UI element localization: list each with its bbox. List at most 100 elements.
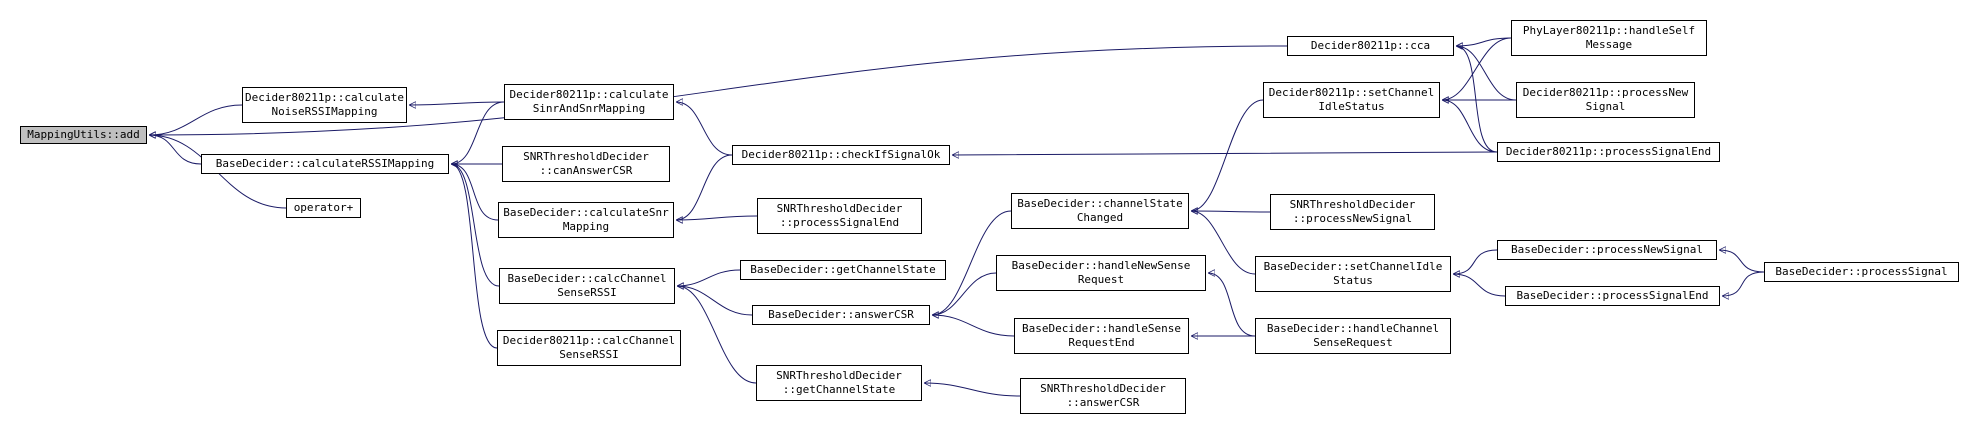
edge-d-procEnd-to-d-setIdle (1442, 100, 1498, 153)
edge-d-checkSig-to-bd-calcSnr (675, 154, 733, 220)
node-snr-procNew[interactable]: SNRThresholdDecider::processNewSignal (1270, 194, 1435, 230)
edge-bd-getCh-to-bd-calcChSense (677, 269, 741, 286)
edge-bd-calcRSSI-to-mu-add (149, 135, 202, 165)
node-label-line: Message (1585, 38, 1633, 51)
node-label-line: BaseDecider::processNewSignal (1510, 243, 1704, 256)
edge-d-calcNoise-to-mu-add (149, 104, 243, 135)
edge-bd-setIdle-to-bd-chStateChanged (1190, 211, 1256, 275)
node-label-line: ::getChannelState (782, 383, 896, 396)
edge-d-procNew-to-d-cca (1456, 46, 1517, 101)
edge-phy-handleSelf-to-d-setIdle (1442, 37, 1512, 100)
node-label-line: BaseDecider::handleChannel (1266, 322, 1440, 335)
node-label-line: Decider80211p::checkIfSignalOk (741, 148, 941, 161)
node-op-plus[interactable]: operator+ (286, 198, 361, 218)
edge-bd-answerCSR-to-bd-calcChSense (677, 286, 753, 316)
node-label-line: SinrAndSnrMapping (532, 102, 646, 115)
edge-bd-handleEnd-to-bd-answerCSR (932, 315, 1015, 337)
node-label-line: BaseDecider::handleNewSense (1011, 259, 1191, 272)
node-label-line: Decider80211p::cca (1310, 39, 1431, 52)
node-label-line: BaseDecider::handleSense (1022, 322, 1181, 335)
node-label-line: operator+ (293, 201, 354, 214)
node-label-line: SNRThresholdDecider (776, 369, 902, 382)
node-mu-add[interactable]: MappingUtils::add (20, 126, 147, 144)
node-label-line: BaseDecider::calculateRSSIMapping (215, 157, 435, 170)
node-label-line: SenseRSSI (557, 286, 617, 299)
node-label-line: Decider80211p::calculate (509, 88, 669, 101)
node-label-line: SNRThresholdDecider (1040, 382, 1166, 395)
edge-bd-procEnd-to-bd-setIdle (1453, 274, 1506, 297)
node-label-line: Signal (1585, 100, 1626, 113)
edge-d-calcSinr-to-bd-calcRSSI (450, 101, 505, 164)
edge-bd-procSig-to-bd-procNew (1719, 250, 1765, 273)
node-bd-procEnd[interactable]: BaseDecider::processSignalEnd (1505, 286, 1720, 306)
node-label-line: NoiseRSSIMapping (271, 105, 378, 118)
node-label-line: SenseRequest (1313, 336, 1393, 349)
node-label-line: ::answerCSR (1066, 396, 1140, 409)
node-bd-getCh[interactable]: BaseDecider::getChannelState (740, 260, 946, 280)
node-d-procEnd[interactable]: Decider80211p::processSignalEnd (1497, 142, 1720, 162)
node-label-line: ::processSignalEnd (779, 216, 900, 229)
edge-snr-procEnd-to-bd-calcSnr (676, 215, 758, 220)
node-label-line: MappingUtils::add (27, 128, 140, 141)
edge-snr-answerCSR-to-snr-getCh (924, 383, 1021, 397)
node-label-line: SenseRSSI (559, 348, 619, 361)
edge-bd-calcChSense-to-bd-calcRSSI (450, 164, 500, 287)
node-label-line: SNRThresholdDecider (523, 150, 649, 163)
node-label-line: PhyLayer80211p::handleSelf (1522, 24, 1696, 37)
node-d-checkSig[interactable]: Decider80211p::checkIfSignalOk (732, 145, 950, 165)
node-label-line: BaseDecider::channelState (1017, 197, 1183, 210)
edge-snr-procNew-to-bd-chStateChanged (1191, 211, 1271, 212)
node-label-line: RequestEnd (1068, 336, 1135, 349)
edge-d-procEnd-to-d-checkSig (952, 152, 1498, 155)
node-label-line: ::processNewSignal (1292, 212, 1413, 225)
node-label-line: BaseDecider::calcChannel (507, 272, 667, 285)
node-snr-getCh[interactable]: SNRThresholdDecider::getChannelState (756, 365, 922, 401)
edge-d-setIdle-to-bd-chStateChanged (1190, 99, 1264, 211)
node-label-line: Decider80211p::processSignalEnd (1505, 145, 1712, 158)
node-snr-procEnd[interactable]: SNRThresholdDecider::processSignalEnd (757, 198, 922, 234)
node-d-cca[interactable]: Decider80211p::cca (1287, 36, 1454, 56)
node-bd-calcRSSI[interactable]: BaseDecider::calculateRSSIMapping (201, 154, 449, 174)
node-bd-procSig[interactable]: BaseDecider::processSignal (1764, 262, 1959, 282)
node-label-line: BaseDecider::calculateSnr (503, 206, 669, 219)
node-label-line: IdleStatus (1318, 100, 1385, 113)
node-label-line: Changed (1076, 211, 1124, 224)
node-label-line: Request (1077, 273, 1125, 286)
node-label-line: BaseDecider::processSignal (1775, 265, 1948, 278)
edge-d-cca-to-mu-add (149, 45, 1288, 135)
node-label-line: Decider80211p::calcChannel (502, 334, 676, 347)
edge-bd-procNew-to-bd-setIdle (1453, 249, 1498, 274)
edge-d-calcSinr-to-d-calcNoise (409, 102, 505, 105)
node-bd-procNew[interactable]: BaseDecider::processNewSignal (1497, 240, 1717, 260)
node-label-line: BaseDecider::answerCSR (768, 308, 914, 321)
edge-snr-getCh-to-bd-calcChSense (677, 286, 757, 384)
node-label-line: SNRThresholdDecider (1289, 198, 1416, 211)
edge-bd-handleNew-to-bd-answerCSR (932, 272, 997, 315)
edge-bd-procSig-to-bd-procEnd (1722, 271, 1765, 296)
node-label-line: Decider80211p::setChannel (1268, 86, 1435, 99)
node-label-line: Decider80211p::processNew (1522, 86, 1689, 99)
node-label-line: SNRThresholdDecider (776, 202, 903, 215)
edge-bd-handleCh-to-bd-handleNew (1207, 273, 1256, 337)
node-snr-canAnswer[interactable]: SNRThresholdDecider::canAnswerCSR (502, 146, 670, 182)
node-bd-answerCSR[interactable]: BaseDecider::answerCSR (752, 305, 930, 325)
node-label-line: BaseDecider::setChannelIdle (1263, 260, 1443, 273)
edge-bd-chStateChanged-to-bd-answerCSR (932, 210, 1012, 315)
node-snr-answerCSR[interactable]: SNRThresholdDecider::answerCSR (1020, 378, 1186, 414)
edge-d-procEnd-to-d-cca (1455, 46, 1498, 153)
edge-d-calcChSense-to-bd-calcRSSI (450, 164, 498, 349)
